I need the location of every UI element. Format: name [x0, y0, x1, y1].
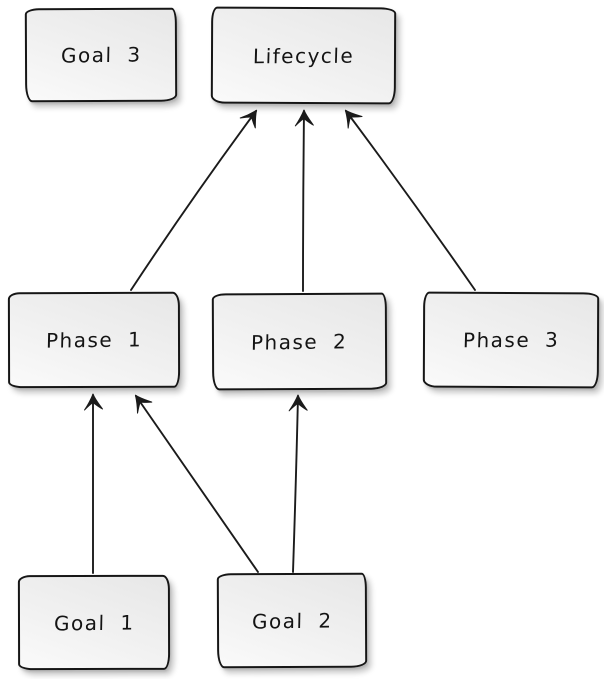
node-label: Goal 3	[60, 42, 142, 68]
node-label: Phase 2	[251, 328, 348, 355]
node-goal-3: Goal 3	[24, 7, 178, 103]
edge-phase3-to-lifecycle	[344, 109, 476, 291]
node-label: Goal 1	[53, 609, 135, 636]
node-goal-1: Goal 1	[17, 574, 171, 671]
node-goal-2: Goal 2	[216, 572, 368, 669]
node-label: Goal 2	[251, 607, 333, 634]
edge-goal2-to-phase1	[134, 394, 259, 573]
node-label: Lifecycle	[252, 43, 355, 68]
node-phase-3: Phase 3	[422, 291, 600, 389]
node-label: Phase 1	[45, 327, 143, 353]
edge-phase1-to-lifecycle	[130, 109, 258, 291]
node-phase-2: Phase 2	[211, 292, 388, 391]
edge-phase2-to-lifecycle	[294, 109, 314, 292]
node-lifecycle: Lifecycle	[210, 6, 397, 105]
node-label: Phase 3	[462, 327, 560, 353]
edge-goal2-to-phase2	[288, 394, 308, 573]
node-phase-1: Phase 1	[7, 291, 181, 389]
